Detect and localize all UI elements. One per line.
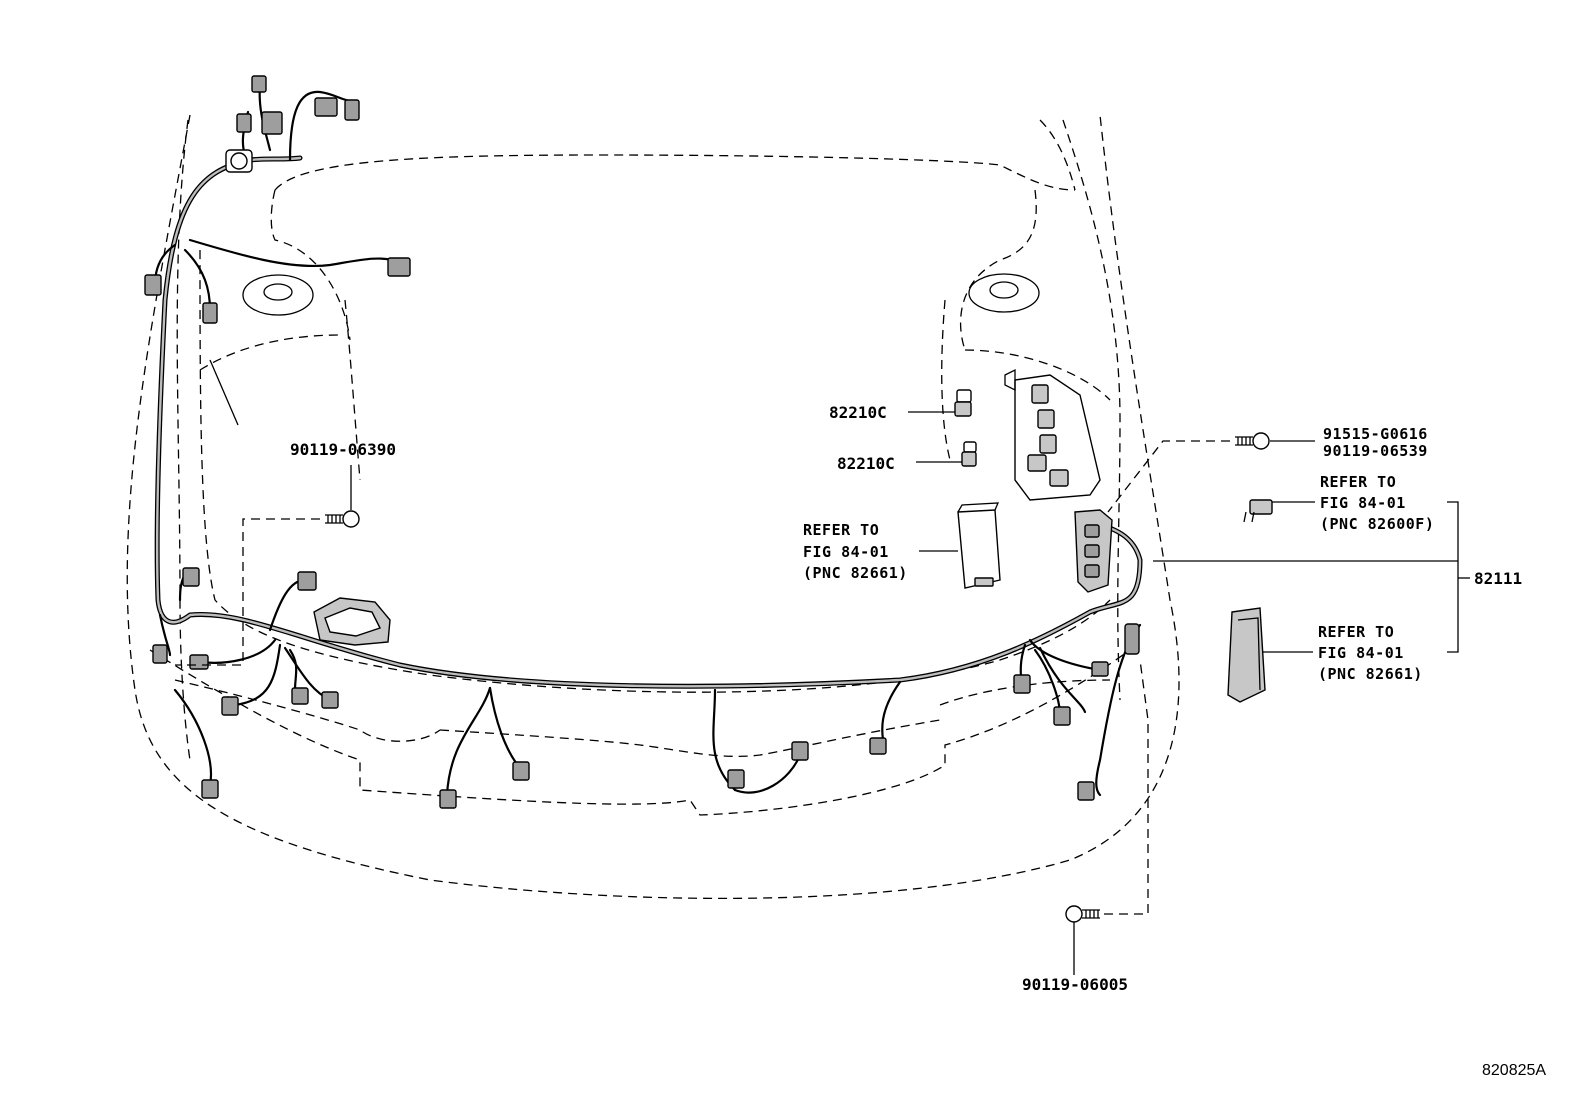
bolt-91515-g0616 [1235, 432, 1270, 450]
bolt-90119-06005 [1065, 905, 1100, 923]
control-module-right [1227, 607, 1266, 703]
sensor-82600f [1243, 499, 1273, 523]
control-module-center [957, 502, 1001, 589]
label-ref2-line1: REFER TO [1320, 473, 1396, 491]
label-ref3-line1: REFER TO [1318, 623, 1394, 641]
label-91515-g0616: 91515-G0616 [1323, 425, 1428, 443]
label-90119-06539: 90119-06539 [1323, 442, 1428, 460]
label-82210c-a: 82210C [829, 403, 887, 422]
relay-82210c-a [954, 389, 972, 417]
label-ref3-line2: FIG 84-01 [1318, 644, 1404, 662]
label-82111: 82111 [1474, 569, 1522, 588]
label-90119-06005: 90119-06005 [1022, 975, 1128, 994]
label-ref1-line2: FIG 84-01 [803, 543, 889, 561]
leader-lines [175, 411, 1470, 975]
vehicle-body-outline [126, 114, 1180, 900]
figure-code: 820825A [1482, 1062, 1546, 1079]
label-ref1-line1: REFER TO [803, 521, 879, 539]
bolt-90119-06390 [325, 510, 360, 528]
label-ref2-line3: (PNC 82600F) [1320, 515, 1434, 533]
right-junction-block [1004, 368, 1101, 501]
label-ref2-line2: FIG 84-01 [1320, 494, 1406, 512]
right-relay-block [1074, 509, 1113, 593]
label-ref1-line3: (PNC 82661) [803, 564, 908, 582]
label-82210c-b: 82210C [837, 454, 895, 473]
label-90119-06390: 90119-06390 [290, 440, 396, 459]
harness-connectors [144, 75, 1140, 809]
relay-82210c-b [961, 441, 977, 467]
strut-tower-right [968, 273, 1040, 313]
label-ref3-line3: (PNC 82661) [1318, 665, 1423, 683]
strut-tower-left [242, 274, 314, 316]
left-relay-block [313, 597, 391, 646]
